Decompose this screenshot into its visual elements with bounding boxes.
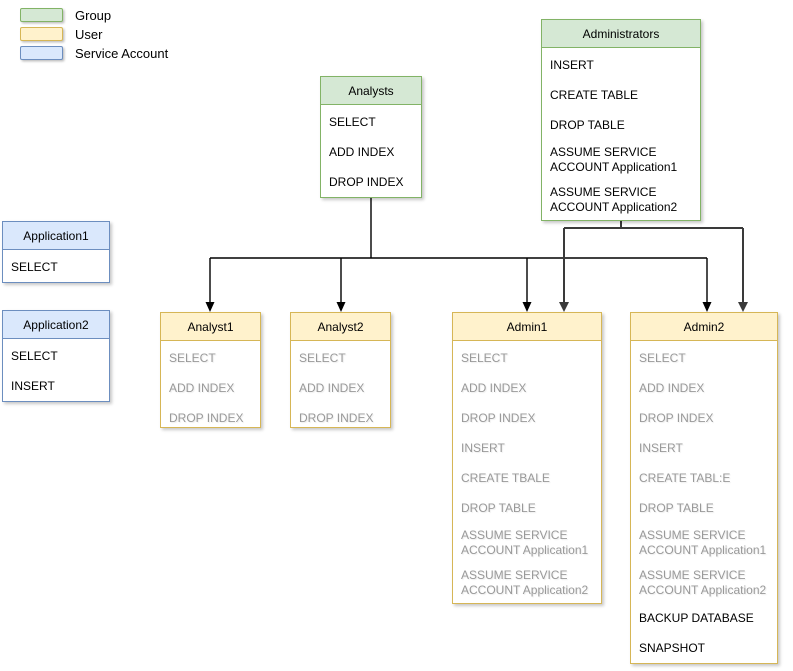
permission-item: ASSUME SERVICE ACCOUNT Application1 bbox=[461, 528, 589, 557]
node-admin2-title: Admin2 bbox=[631, 313, 777, 341]
node-analyst2-title: Analyst2 bbox=[291, 313, 390, 341]
node-admin2-permissions: SELECT ADD INDEX DROP INDEX INSERT CREAT… bbox=[631, 341, 777, 663]
permission-item: DROP TABLE bbox=[639, 500, 714, 515]
legend-label-group: Group bbox=[75, 7, 112, 23]
node-analysts[interactable]: Analysts SELECT ADD INDEX DROP INDEX bbox=[320, 76, 422, 198]
legend-row-user: User bbox=[20, 26, 103, 42]
node-administrators[interactable]: Administrators INSERT CREATE TABLE DROP … bbox=[541, 19, 701, 221]
permission-item: DROP INDEX bbox=[299, 410, 374, 425]
permission-item: DROP INDEX bbox=[461, 410, 536, 425]
connector-administrators-arrowheads bbox=[559, 302, 748, 312]
permission-item: DROP TABLE bbox=[550, 117, 625, 132]
node-analyst1-permissions: SELECT ADD INDEX DROP INDEX bbox=[161, 341, 260, 427]
permission-item: INSERT bbox=[11, 378, 55, 393]
permission-item: DROP INDEX bbox=[169, 410, 244, 425]
node-application1[interactable]: Application1 SELECT bbox=[2, 221, 110, 283]
connector-analysts-arrowheads bbox=[205, 302, 712, 312]
connector-administrators-tree[interactable] bbox=[563, 218, 744, 303]
permission-item: ADD INDEX bbox=[461, 380, 527, 395]
permission-item: INSERT bbox=[461, 440, 505, 455]
permission-item: DROP TABLE bbox=[461, 500, 536, 515]
permission-item: ASSUME SERVICE ACCOUNT Application2 bbox=[639, 568, 767, 597]
node-application2[interactable]: Application2 SELECT INSERT bbox=[2, 310, 110, 402]
user-color-swatch bbox=[20, 27, 63, 41]
node-admin2[interactable]: Admin2 SELECT ADD INDEX DROP INDEX INSER… bbox=[630, 312, 778, 664]
permission-item: ADD INDEX bbox=[299, 380, 365, 395]
permission-item: DROP INDEX bbox=[329, 174, 404, 189]
permission-item: ADD INDEX bbox=[169, 380, 235, 395]
permission-item: BACKUP DATABASE bbox=[639, 610, 754, 625]
connector-analysts-tree[interactable] bbox=[209, 196, 708, 303]
permission-item: SELECT bbox=[11, 348, 58, 363]
node-analyst1-title: Analyst1 bbox=[161, 313, 260, 341]
legend-row-service-account: Service Account bbox=[20, 45, 169, 61]
service-account-color-swatch bbox=[20, 46, 63, 60]
permission-item: ADD INDEX bbox=[639, 380, 705, 395]
permission-item: DROP INDEX bbox=[639, 410, 714, 425]
permission-item: ASSUME SERVICE ACCOUNT Application1 bbox=[639, 528, 767, 557]
node-application1-title: Application1 bbox=[3, 222, 109, 250]
node-analyst1[interactable]: Analyst1 SELECT ADD INDEX DROP INDEX bbox=[160, 312, 261, 428]
legend-label-service-account: Service Account bbox=[75, 45, 169, 61]
node-admin1[interactable]: Admin1 SELECT ADD INDEX DROP INDEX INSER… bbox=[452, 312, 602, 604]
permission-item: ASSUME SERVICE ACCOUNT Application2 bbox=[550, 185, 678, 214]
node-administrators-title: Administrators bbox=[542, 20, 700, 48]
node-application1-permissions: SELECT bbox=[3, 250, 109, 282]
permission-item: ASSUME SERVICE ACCOUNT Application1 bbox=[550, 145, 678, 174]
permission-item: INSERT bbox=[550, 57, 594, 72]
permission-item: SELECT bbox=[329, 114, 376, 129]
node-admin1-title: Admin1 bbox=[453, 313, 601, 341]
node-admin1-permissions: SELECT ADD INDEX DROP INDEX INSERT CREAT… bbox=[453, 341, 601, 603]
node-analyst2-permissions: SELECT ADD INDEX DROP INDEX bbox=[291, 341, 390, 427]
permission-item: CREATE TABLE bbox=[550, 87, 639, 102]
permission-item: CREATE TABL:E bbox=[639, 470, 731, 485]
permission-item: ADD INDEX bbox=[329, 144, 395, 159]
permission-item: SELECT bbox=[639, 350, 686, 365]
permission-item: INSERT bbox=[639, 440, 683, 455]
legend-label-user: User bbox=[75, 26, 103, 42]
legend-row-group: Group bbox=[20, 7, 112, 23]
permission-item: SNAPSHOT bbox=[639, 640, 706, 655]
permission-item: CREATE TBALE bbox=[461, 470, 550, 485]
permission-item: ASSUME SERVICE ACCOUNT Application2 bbox=[461, 568, 589, 597]
node-analysts-title: Analysts bbox=[321, 77, 421, 105]
permission-item: SELECT bbox=[11, 259, 58, 274]
node-analysts-permissions: SELECT ADD INDEX DROP INDEX bbox=[321, 105, 421, 197]
permission-item: SELECT bbox=[169, 350, 216, 365]
node-application2-title: Application2 bbox=[3, 311, 109, 339]
group-color-swatch bbox=[20, 8, 63, 22]
permission-item: SELECT bbox=[461, 350, 508, 365]
node-analyst2[interactable]: Analyst2 SELECT ADD INDEX DROP INDEX bbox=[290, 312, 391, 428]
permission-item: SELECT bbox=[299, 350, 346, 365]
node-administrators-permissions: INSERT CREATE TABLE DROP TABLE ASSUME SE… bbox=[542, 48, 700, 220]
node-application2-permissions: SELECT INSERT bbox=[3, 339, 109, 401]
